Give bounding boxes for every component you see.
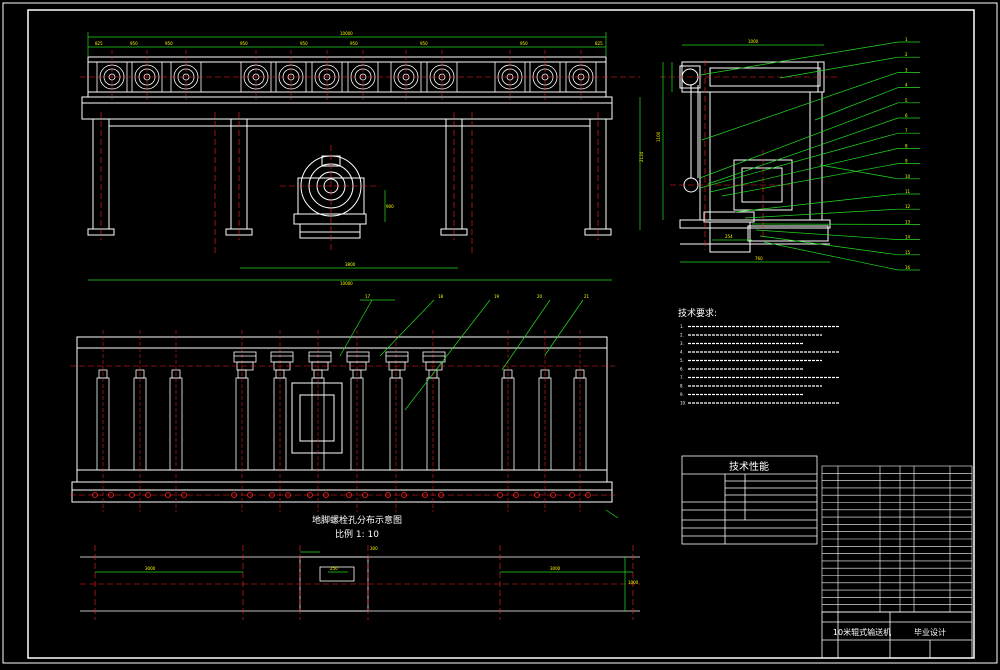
svg-text:18: 18: [438, 294, 444, 299]
tech-req-title: 技术要求:: [678, 307, 717, 319]
plan-roller: [386, 330, 407, 512]
svg-text:950: 950: [130, 41, 138, 46]
plan-leaders: [340, 300, 618, 518]
drive-motor: [294, 156, 366, 238]
svg-text:17: 17: [365, 294, 371, 299]
front-view: [82, 57, 612, 238]
plan-roller: [570, 330, 591, 512]
leader-label: 14: [905, 235, 911, 240]
plan-roller: [535, 330, 556, 512]
leader-label: 10: [905, 174, 911, 179]
leader-label: 12: [905, 204, 911, 209]
svg-text:950: 950: [300, 41, 308, 46]
plan-roller: [498, 330, 519, 512]
svg-text:250: 250: [330, 566, 338, 571]
tech-req-item: 10.: [680, 401, 686, 406]
parts-list: [822, 466, 972, 612]
plan-roller: [347, 330, 368, 512]
plan-roller: [166, 330, 187, 512]
title-name: 10米辊式输送机: [833, 627, 891, 637]
plan-roller: [270, 330, 291, 512]
leader-label: 13: [905, 219, 911, 224]
svg-text:3000: 3000: [145, 566, 156, 571]
svg-text:825: 825: [95, 41, 103, 46]
svg-text:1100: 1100: [656, 131, 661, 142]
leader-label: 1: [905, 37, 908, 42]
plan-roller: [232, 330, 253, 512]
svg-text:20: 20: [537, 294, 543, 299]
sprocket: [423, 352, 445, 370]
title-type: 毕业设计: [914, 627, 946, 637]
svg-text:950: 950: [240, 41, 248, 46]
leader-label: 7: [905, 128, 908, 133]
tech-req-item: 3.: [680, 341, 684, 346]
svg-text:1000: 1000: [748, 39, 759, 44]
bolt-dim-text: 3000 3000 300 250 1000: [145, 546, 639, 585]
svg-text:3800: 3800: [345, 262, 356, 267]
leader-label: 15: [905, 250, 911, 255]
side-dimensions: [663, 45, 830, 262]
leader-label: 11: [905, 189, 911, 194]
svg-text:10000: 10000: [340, 31, 353, 36]
svg-text:1000: 1000: [628, 580, 639, 585]
svg-text:3000: 3000: [550, 566, 561, 571]
main-beam: [82, 97, 612, 119]
svg-text:950: 950: [420, 41, 428, 46]
leader-label: 16: [905, 265, 911, 270]
plan-roller: [130, 330, 151, 512]
tech-req-item: 5.: [680, 358, 684, 363]
plan-leader-labels: 17 18 19 20 21: [365, 294, 590, 299]
tech-req-item: 2.: [680, 333, 684, 338]
svg-text:760: 760: [755, 256, 763, 261]
leader-label: 6: [905, 113, 908, 118]
svg-text:300: 300: [370, 546, 378, 551]
svg-text:10000: 10000: [340, 281, 353, 286]
tech-req-item: 6.: [680, 367, 684, 372]
leader-label: 4: [905, 83, 908, 88]
leader-label: 2: [905, 52, 908, 57]
svg-text:825: 825: [595, 41, 603, 46]
svg-text:2134: 2134: [639, 151, 644, 162]
leader-label: 3: [905, 67, 908, 72]
svg-text:950: 950: [520, 41, 528, 46]
scale-label: 比例 1: 10: [335, 528, 379, 540]
plan-sprocket-row: [234, 352, 445, 370]
sprocket: [347, 352, 369, 370]
sprocket: [309, 352, 331, 370]
tech-req-item: 8.: [680, 384, 684, 389]
svg-text:950: 950: [350, 41, 358, 46]
plan-roller: [93, 330, 114, 512]
bolt-dimensions: [95, 552, 633, 611]
tech-req-item: 7.: [680, 375, 684, 380]
tech-req-item: 4.: [680, 350, 684, 355]
leader-label: 5: [905, 98, 908, 103]
plan-view: [72, 337, 612, 502]
bolt-centerlines: [80, 545, 640, 620]
tech-req-item: 1.: [680, 324, 684, 329]
svg-text:21: 21: [584, 294, 590, 299]
leader-label: 8: [905, 143, 908, 148]
svg-text:254: 254: [725, 234, 733, 239]
performance-title: 技术性能: [729, 460, 769, 473]
plan-roller: [308, 330, 329, 512]
svg-text:950: 950: [165, 41, 173, 46]
sprocket: [271, 352, 293, 370]
sprocket: [234, 352, 256, 370]
bolt-layout-title: 地脚螺栓孔分布示意图: [312, 514, 402, 526]
leader-label: 9: [905, 159, 908, 164]
tech-req-list: 1. 2. 3. 4. 5. 6. 7. 8. 9. 10.: [680, 324, 840, 406]
tech-req-item: 9.: [680, 392, 684, 397]
svg-text:19: 19: [494, 294, 500, 299]
sprocket: [386, 352, 408, 370]
plan-roller: [423, 330, 444, 512]
svg-text:900: 900: [386, 204, 394, 209]
